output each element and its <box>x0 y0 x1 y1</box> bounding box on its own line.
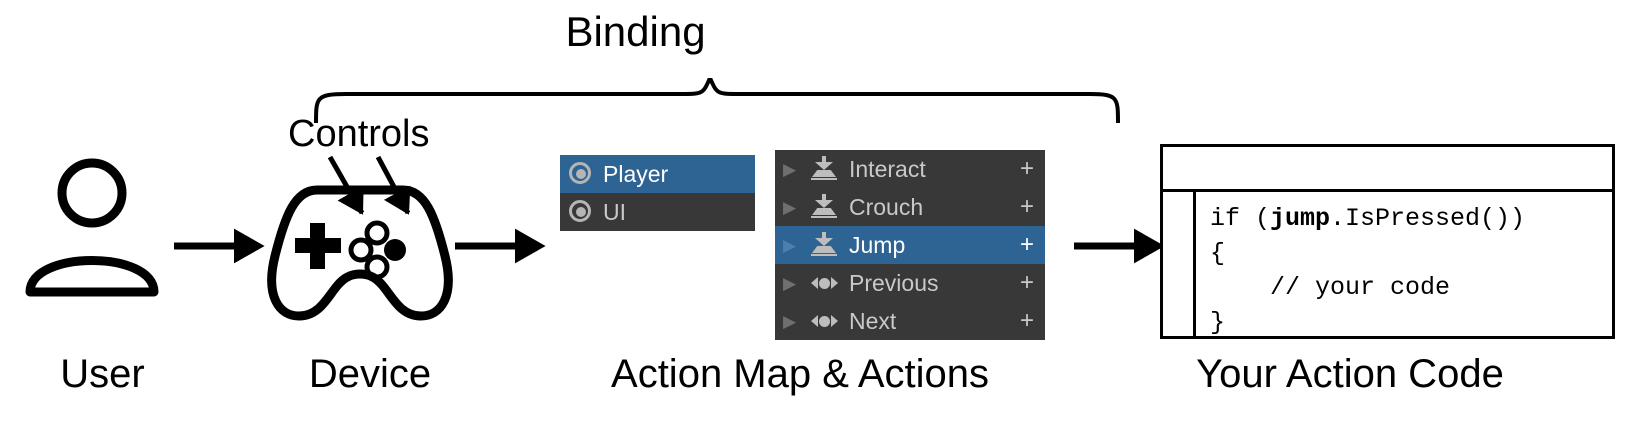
action-map-row-ui[interactable]: UI <box>560 193 755 231</box>
triangle-right-icon[interactable]: ▶ <box>783 273 797 293</box>
add-binding-button[interactable]: + <box>1019 269 1034 296</box>
scheme-icon <box>568 161 594 187</box>
action-label: Next <box>849 307 897 334</box>
controls-pointer-arrows <box>327 155 411 215</box>
code-line-1-post: .IsPressed()) <box>1330 204 1526 233</box>
caption-device: Device <box>308 352 432 396</box>
scheme-icon <box>568 199 594 225</box>
button-action-icon <box>809 232 839 258</box>
button-action-icon <box>809 194 839 220</box>
action-row-crouch[interactable]: ▶ Crouch + <box>775 188 1045 226</box>
actions-panel[interactable]: ▶ Interact + ▶ Crouch + ▶ Jump + ▶ <box>775 150 1045 340</box>
action-label: Interact <box>849 155 926 182</box>
action-map-label: Player <box>603 160 669 187</box>
code-line-3: // your code <box>1210 273 1451 302</box>
add-binding-button[interactable]: + <box>1019 231 1034 258</box>
code-editor-window[interactable]: if (jump.IsPressed()) { // your code } <box>1160 144 1615 339</box>
caption-action-map: Action Map & Actions <box>611 352 989 396</box>
action-map-label: UI <box>603 198 626 225</box>
action-row-next[interactable]: ▶ Next + <box>775 302 1045 340</box>
axis-action-icon <box>809 308 839 334</box>
code-content[interactable]: if (jump.IsPressed()) { // your code } <box>1196 192 1612 337</box>
binding-brace <box>314 78 1120 123</box>
triangle-right-icon[interactable]: ▶ <box>783 235 797 255</box>
action-map-row-player[interactable]: Player <box>560 155 755 193</box>
action-label: Previous <box>849 269 939 296</box>
gamepad-icon <box>267 185 453 321</box>
code-line-1-keyword: jump <box>1270 204 1331 233</box>
caption-code: Your Action Code <box>1196 352 1504 396</box>
binding-title: Binding <box>565 8 706 55</box>
caption-user: User <box>60 352 145 396</box>
user-icon <box>25 158 159 297</box>
add-binding-button[interactable]: + <box>1019 193 1034 220</box>
arrow-actions-to-code <box>1074 228 1165 264</box>
triangle-right-icon[interactable]: ▶ <box>783 159 797 179</box>
code-line-4: } <box>1210 307 1226 337</box>
add-binding-button[interactable]: + <box>1019 155 1034 182</box>
action-map-panel[interactable]: Player UI <box>560 155 755 231</box>
arrow-device-to-actions <box>455 228 546 264</box>
triangle-right-icon[interactable]: ▶ <box>783 197 797 217</box>
code-line-2: { <box>1210 238 1226 268</box>
button-action-icon <box>809 156 839 182</box>
action-row-jump[interactable]: ▶ Jump + <box>775 226 1045 264</box>
action-row-previous[interactable]: ▶ Previous + <box>775 264 1045 302</box>
axis-action-icon <box>809 270 839 296</box>
add-binding-button[interactable]: + <box>1019 307 1034 334</box>
code-line-1-pre: if ( <box>1210 204 1271 233</box>
triangle-right-icon[interactable]: ▶ <box>783 311 797 331</box>
action-row-interact[interactable]: ▶ Interact + <box>775 150 1045 188</box>
code-window-titlebar <box>1163 147 1612 192</box>
code-gutter <box>1163 192 1196 336</box>
action-label: Jump <box>849 231 906 258</box>
controls-label: Controls <box>288 113 430 155</box>
action-label: Crouch <box>849 193 924 220</box>
arrow-user-to-device <box>174 228 265 264</box>
